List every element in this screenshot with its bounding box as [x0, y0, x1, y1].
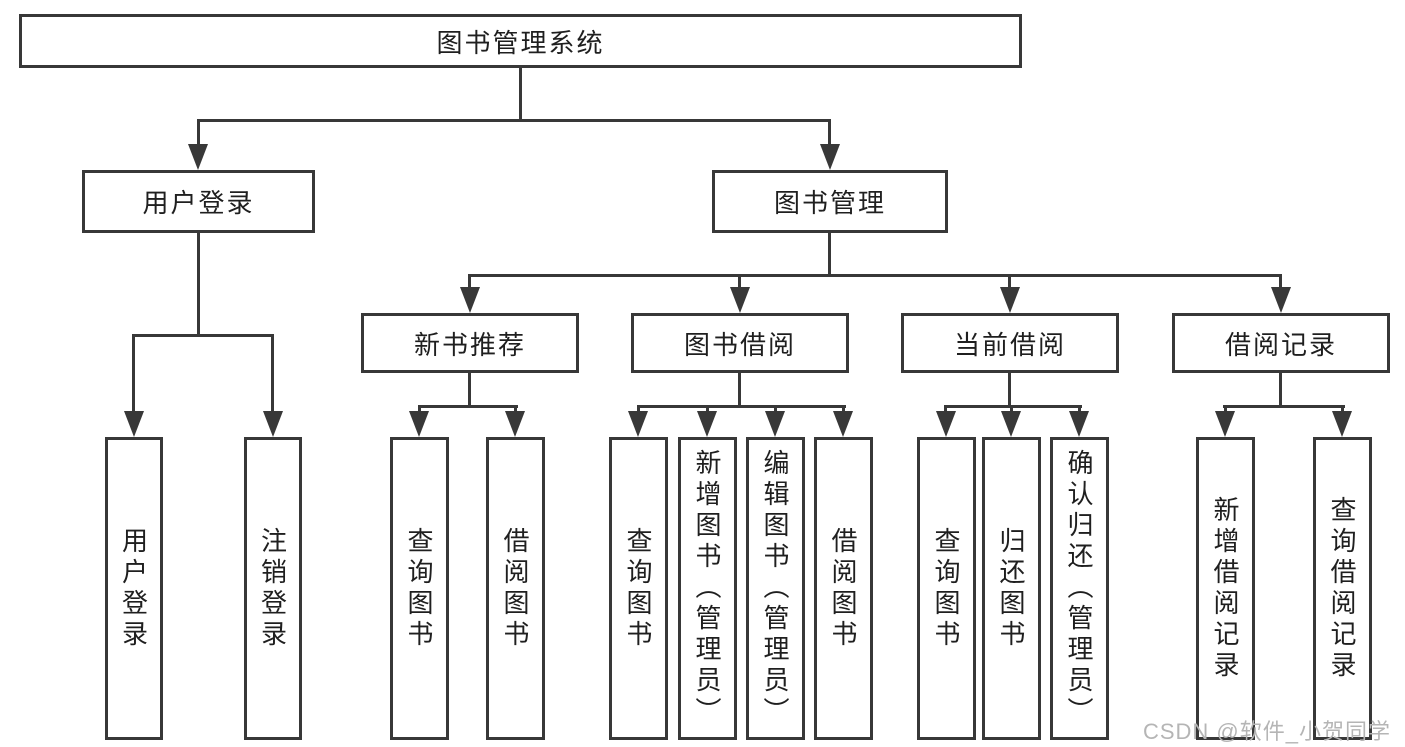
connector [1279, 274, 1282, 292]
arrowhead [124, 411, 144, 437]
connector [842, 405, 845, 415]
connector [828, 119, 831, 147]
arrowhead [460, 287, 480, 313]
connector [1341, 405, 1344, 415]
connector [1223, 405, 1345, 408]
connector [468, 371, 471, 408]
node-current-borrowing: 当前借阅 [901, 313, 1119, 373]
connector [1008, 274, 1011, 292]
connector [468, 274, 471, 292]
connector [418, 405, 518, 408]
arrowhead [820, 144, 840, 170]
connector [418, 405, 421, 415]
arrowhead [1069, 411, 1089, 437]
node-leaf-return-books: 归还图书 [982, 437, 1041, 740]
node-leaf-borrow-books-2: 借阅图书 [814, 437, 873, 740]
node-leaf-add-books-admin: 新增图书（管理员） [678, 437, 737, 740]
node-leaf-edit-books-admin: 编辑图书（管理员） [746, 437, 805, 740]
node-leaf-query-books-3: 查询图书 [917, 437, 976, 740]
connector [944, 405, 947, 415]
csdn-watermark: CSDN @软件_小贺同学 [1142, 719, 1391, 744]
arrowhead [833, 411, 853, 437]
connector [1279, 371, 1282, 408]
node-leaf-logout: 注销登录 [244, 437, 302, 740]
connector [197, 231, 200, 336]
arrowhead [1000, 287, 1020, 313]
arrowhead [765, 411, 785, 437]
connector [828, 231, 831, 276]
node-leaf-query-books-2: 查询图书 [609, 437, 668, 740]
arrowhead [505, 411, 525, 437]
arrowhead [697, 411, 717, 437]
connector [944, 405, 1082, 408]
node-leaf-add-borrow-record: 新增借阅记录 [1196, 437, 1255, 740]
node-leaf-query-books-1: 查询图书 [390, 437, 449, 740]
arrowhead [936, 411, 956, 437]
node-new-book-recommendation: 新书推荐 [361, 313, 579, 373]
connector [1008, 371, 1011, 408]
connector [706, 405, 709, 415]
node-user-login: 用户登录 [82, 170, 315, 233]
connector [774, 405, 777, 415]
connector [514, 405, 517, 415]
arrowhead [409, 411, 429, 437]
connector [197, 119, 831, 122]
connector [197, 119, 200, 147]
node-book-management: 图书管理 [712, 170, 948, 233]
connector [519, 68, 522, 121]
node-leaf-borrow-books-1: 借阅图书 [486, 437, 545, 740]
connector [132, 334, 274, 337]
connector [637, 405, 846, 408]
node-borrowing-records: 借阅记录 [1172, 313, 1390, 373]
connector [468, 274, 1281, 277]
connector [738, 371, 741, 408]
node-leaf-query-borrow-record: 查询借阅记录 [1313, 437, 1372, 740]
arrowhead [263, 411, 283, 437]
arrowhead [1001, 411, 1021, 437]
connector [1010, 405, 1013, 415]
arrowhead [628, 411, 648, 437]
arrowhead [1271, 287, 1291, 313]
connector [738, 274, 741, 292]
connector [1078, 405, 1081, 415]
arrowhead [1215, 411, 1235, 437]
node-leaf-user-login: 用户登录 [105, 437, 163, 740]
connector [637, 405, 640, 415]
node-book-borrowing: 图书借阅 [631, 313, 849, 373]
node-root: 图书管理系统 [19, 14, 1022, 68]
connector [1224, 405, 1227, 415]
arrowhead [730, 287, 750, 313]
connector [132, 334, 135, 414]
arrowhead [188, 144, 208, 170]
connector [271, 334, 274, 414]
node-leaf-confirm-return-admin: 确认归还（管理员） [1050, 437, 1109, 740]
arrowhead [1332, 411, 1352, 437]
